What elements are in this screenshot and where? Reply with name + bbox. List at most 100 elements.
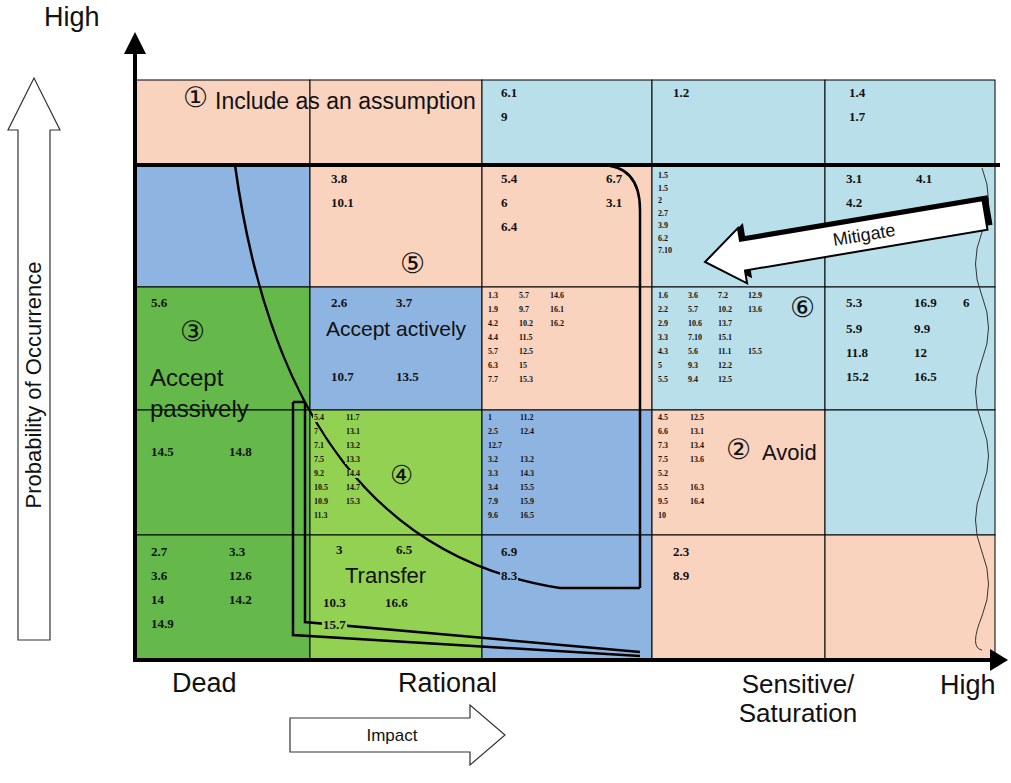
strategy-label: Include as an assumption xyxy=(215,90,476,113)
cell-number: 16.4 xyxy=(689,498,705,506)
cell-number: 12.9 xyxy=(747,292,763,300)
cell-number: 11.3 xyxy=(313,512,329,520)
cell-number: 14.8 xyxy=(228,445,253,458)
strategy-label: Accept passively xyxy=(150,362,260,424)
cell-number: 9.6 xyxy=(487,512,499,520)
cell-number: 6.7 xyxy=(605,172,623,185)
cell-number: 13.1 xyxy=(345,428,361,436)
cell-number: 9.9 xyxy=(913,322,931,335)
cell-number: 1.2 xyxy=(672,86,690,99)
cell-number: 6.1 xyxy=(500,86,518,99)
cell-number: 14.6 xyxy=(549,292,565,300)
axis-label: Rational xyxy=(398,670,497,697)
cell-number: 7.10 xyxy=(687,334,703,342)
axis-label: High xyxy=(44,4,100,31)
cell-number: 1.3 xyxy=(487,292,499,300)
axis-title: Probability of Occurrence xyxy=(23,262,45,509)
cell-number: 3.3 xyxy=(657,334,669,342)
cell-number: 9.2 xyxy=(313,470,325,478)
cell-number: 15.5 xyxy=(519,484,535,492)
cell-number: 7.2 xyxy=(717,292,729,300)
cell-number: 5.3 xyxy=(845,296,863,309)
cell-number: 1.5 xyxy=(657,172,669,180)
cell-number: 14 xyxy=(150,593,165,606)
cell-number: 15.7 xyxy=(322,618,347,631)
cell-number: 9.3 xyxy=(687,362,699,370)
cell-number: 5.4 xyxy=(500,172,518,185)
cell-number: 2.9 xyxy=(657,320,669,328)
cell-number: 3.3 xyxy=(228,545,246,558)
cell-number: 11.8 xyxy=(845,346,869,359)
cell-number: 3.4 xyxy=(487,484,499,492)
cell-number: 7.7 xyxy=(487,376,499,384)
cell-number: 11.1 xyxy=(717,348,733,356)
cell-number: 4.2 xyxy=(845,196,863,209)
cell-number: 14.2 xyxy=(228,593,253,606)
cell-number: 5.7 xyxy=(487,348,499,356)
cell-number: 13.2 xyxy=(519,456,535,464)
cell-number: 3.1 xyxy=(605,196,623,209)
cell-number: 7.5 xyxy=(657,456,669,464)
cell-number: 7.1 xyxy=(313,442,325,450)
cell-number: 10.9 xyxy=(313,498,329,506)
cell-number: 5 xyxy=(657,362,663,370)
cell-number: 10.7 xyxy=(330,370,355,383)
cell-number: 11.7 xyxy=(345,414,361,422)
cell-number: 9.4 xyxy=(687,376,699,384)
strategy-label: Accept actively xyxy=(326,318,466,339)
cell-number: 1.6 xyxy=(657,292,669,300)
cell-number: 5.7 xyxy=(518,292,530,300)
cell-number: 9.7 xyxy=(518,306,530,314)
cell-number: 16.2 xyxy=(549,320,565,328)
strategy-label: Avoid xyxy=(762,442,817,464)
cell-number: 6 xyxy=(500,196,509,209)
cell-number: 3.6 xyxy=(150,569,168,582)
cell-number: 14.7 xyxy=(345,484,361,492)
cell-number: 2.5 xyxy=(487,428,499,436)
cell-number: 1.9 xyxy=(487,306,499,314)
cell-number: 12.7 xyxy=(487,442,503,450)
cell-number: 11.5 xyxy=(518,334,534,342)
cell-number: 12.2 xyxy=(717,362,733,370)
cell-number: 8.9 xyxy=(672,569,690,582)
cell-number: 11.2 xyxy=(519,414,535,422)
callout-number: ⑥ xyxy=(790,294,815,322)
cell-number: 5.4 xyxy=(313,414,325,422)
cell-number: 3 xyxy=(335,543,344,556)
cell-number: 1.4 xyxy=(848,86,866,99)
cell-number: 14.4 xyxy=(345,470,361,478)
cell-number: 4.2 xyxy=(487,320,499,328)
cell-number: 10.1 xyxy=(330,196,355,209)
cell-number: 5.5 xyxy=(657,484,669,492)
cell-number: 3.6 xyxy=(687,292,699,300)
cell-number: 10.2 xyxy=(717,306,733,314)
cell-number: 7.3 xyxy=(657,442,669,450)
cell-number: 2.6 xyxy=(330,296,348,309)
callout-number: ③ xyxy=(180,318,205,346)
cell-number: 13.4 xyxy=(689,442,705,450)
callout-number: ④ xyxy=(390,462,413,488)
cell-number: 4.1 xyxy=(915,172,933,185)
cell-number: 9.5 xyxy=(657,498,669,506)
cell-number: 6.6 xyxy=(657,428,669,436)
cell-number: 3.2 xyxy=(487,456,499,464)
callout-number: ② xyxy=(726,436,751,464)
cell-number: 15.9 xyxy=(519,498,535,506)
cell-number: 6.9 xyxy=(500,545,518,558)
cell-number: 12.5 xyxy=(689,414,705,422)
cell-number: 13.1 xyxy=(689,428,705,436)
cell-number: 3.3 xyxy=(487,470,499,478)
cell-number: 8.3 xyxy=(500,569,518,582)
cell-number: 12.5 xyxy=(717,376,733,384)
cell-number: 16.1 xyxy=(549,306,565,314)
cell-number: 12 xyxy=(913,346,928,359)
cell-number: 1 xyxy=(487,414,493,422)
cell-number: 16.6 xyxy=(384,596,409,609)
cell-number: 5.7 xyxy=(687,306,699,314)
cell-number: 3.7 xyxy=(395,296,413,309)
cell-number: 15.3 xyxy=(518,376,534,384)
cell-number: 3.9 xyxy=(657,222,669,230)
cell-number: 6.2 xyxy=(657,235,669,243)
axis-label: Dead xyxy=(172,670,237,697)
